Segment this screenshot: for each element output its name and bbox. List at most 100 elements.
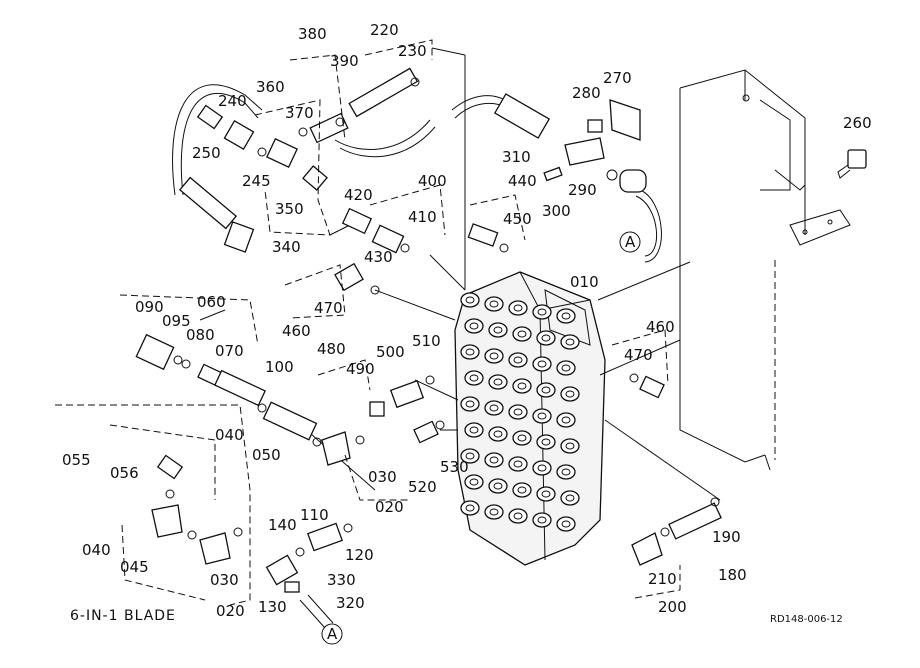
- part-label-320: 320: [336, 594, 365, 612]
- valve-port: [464, 422, 484, 438]
- valve-port-bore: [469, 478, 479, 486]
- part-label-020: 020: [375, 498, 404, 516]
- part-label-480: 480: [317, 340, 346, 358]
- valve-port: [560, 490, 580, 506]
- valve-port-bore: [565, 494, 575, 502]
- valve-port-bore: [465, 296, 475, 304]
- part-label-090: 090: [135, 298, 164, 316]
- part-label-240: 240: [218, 92, 247, 110]
- valve-port-bore: [465, 452, 475, 460]
- valve-port-bore: [493, 482, 503, 490]
- valve-port: [508, 404, 528, 420]
- part-label-080: 080: [186, 326, 215, 344]
- part-label-095: 095: [162, 312, 191, 330]
- diagram-caption: 6-IN-1 BLADE: [70, 608, 176, 624]
- valve-port-bore: [537, 360, 547, 368]
- part-label-030: 030: [368, 468, 397, 486]
- part-label-300: 300: [542, 202, 571, 220]
- valve-port-bore: [489, 508, 499, 516]
- fittings: [135, 67, 867, 645]
- valve-port: [532, 304, 552, 320]
- valve-port-bore: [541, 386, 551, 394]
- part-label-190: 190: [712, 528, 741, 546]
- part-label-470: 470: [624, 346, 653, 364]
- valve-port: [484, 452, 504, 468]
- valve-port-bore: [493, 326, 503, 334]
- valve-port-bore: [541, 490, 551, 498]
- valve-port: [508, 352, 528, 368]
- valve-port: [508, 300, 528, 316]
- valve-port-bore: [517, 330, 527, 338]
- valve-port: [532, 512, 552, 528]
- valve-port-bore: [537, 464, 547, 472]
- part-label-450: 450: [503, 210, 532, 228]
- valve-port-bore: [517, 382, 527, 390]
- part-label-490: 490: [346, 360, 375, 378]
- part-label-470: 470: [314, 299, 343, 317]
- valve-port: [460, 448, 480, 464]
- valve-port: [560, 386, 580, 402]
- part-label-460: 460: [646, 318, 675, 336]
- part-labels: 0100200300400450500550560600700800900951…: [62, 21, 872, 620]
- valve-port: [536, 434, 556, 450]
- part-label-040: 040: [82, 541, 111, 559]
- valve-port: [464, 318, 484, 334]
- valve-port-bore: [469, 322, 479, 330]
- part-label-520: 520: [408, 478, 437, 496]
- part-label-460: 460: [282, 322, 311, 340]
- valve-port: [556, 516, 576, 532]
- valve-port: [556, 412, 576, 428]
- valve-port-bore: [537, 412, 547, 420]
- valve-port: [512, 482, 532, 498]
- valve-port: [512, 378, 532, 394]
- part-label-280: 280: [572, 84, 601, 102]
- valve-port: [560, 334, 580, 350]
- valve-port-bore: [513, 356, 523, 364]
- valve-port-bore: [537, 308, 547, 316]
- valve-port-bore: [489, 352, 499, 360]
- part-label-140: 140: [268, 516, 297, 534]
- valve-port-bore: [489, 404, 499, 412]
- part-label-110: 110: [300, 506, 329, 524]
- valve-port-bore: [565, 390, 575, 398]
- part-label-230: 230: [398, 42, 427, 60]
- valve-port: [536, 486, 556, 502]
- valve-port: [488, 374, 508, 390]
- connector-a-top: A: [625, 233, 636, 251]
- part-label-245: 245: [242, 172, 271, 190]
- valve-port-bore: [465, 400, 475, 408]
- valve-port: [508, 508, 528, 524]
- part-label-260: 260: [843, 114, 872, 132]
- part-label-310: 310: [502, 148, 531, 166]
- drawing-reference: RD148-006-12: [770, 614, 843, 625]
- valve-port: [488, 478, 508, 494]
- part-label-530: 530: [440, 458, 469, 476]
- part-label-070: 070: [215, 342, 244, 360]
- part-label-360: 360: [256, 78, 285, 96]
- part-label-130: 130: [258, 598, 287, 616]
- part-label-060: 060: [197, 293, 226, 311]
- valve-port: [512, 430, 532, 446]
- part-label-390: 390: [330, 52, 359, 70]
- part-label-180: 180: [718, 566, 747, 584]
- valve-port: [560, 438, 580, 454]
- valve-port-bore: [561, 468, 571, 476]
- part-label-200: 200: [658, 598, 687, 616]
- part-label-030: 030: [210, 571, 239, 589]
- part-label-220: 220: [370, 21, 399, 39]
- part-label-290: 290: [568, 181, 597, 199]
- valve-port: [536, 382, 556, 398]
- part-label-250: 250: [192, 144, 221, 162]
- valve-port: [512, 326, 532, 342]
- valve-port-bore: [489, 456, 499, 464]
- part-label-500: 500: [376, 343, 405, 361]
- leader-lines: [199, 47, 721, 501]
- valve-port-bore: [537, 516, 547, 524]
- part-label-050: 050: [252, 446, 281, 464]
- part-label-040: 040: [215, 426, 244, 444]
- valve-port: [484, 400, 504, 416]
- valve-port-bore: [513, 304, 523, 312]
- valve-port-bore: [561, 416, 571, 424]
- valve-port-bore: [561, 312, 571, 320]
